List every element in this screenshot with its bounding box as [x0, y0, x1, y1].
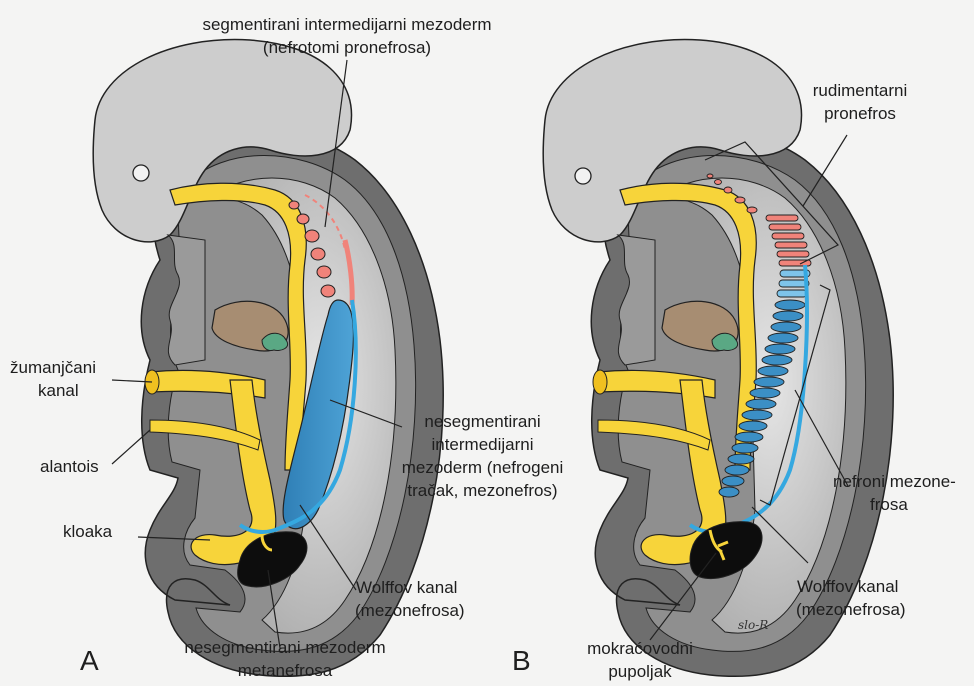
label-ureteric-line1: mokraćovodni	[575, 638, 705, 659]
label-allantois: alantois	[40, 456, 99, 477]
yolk-duct-opening	[593, 370, 607, 394]
label-cloaca: kloaka	[63, 521, 112, 542]
artist-signature: slo-R	[738, 618, 768, 632]
label-rudimentary-line1: rudimentarni	[800, 80, 920, 101]
label-nephrons-line2: frosa	[870, 494, 908, 515]
label-wolff-a-line1: Wolffov kanal	[356, 577, 457, 598]
label-unsegmented-line4: tračak, mezonefros)	[380, 480, 585, 501]
label-segmented-mesoderm-sub: (nefrotomi pronefrosa)	[197, 37, 497, 58]
panel-letter-a: A	[80, 645, 99, 677]
label-yolk-duct-line1: žumanjčani	[10, 357, 96, 378]
label-nephrons-line1: nefroni mezone-	[833, 471, 956, 492]
label-unsegmented-line1: nesegmentirani	[380, 411, 585, 432]
label-unsegmented-line2: intermedijarni	[380, 434, 585, 455]
label-segmented-mesoderm: segmentirani intermedijarni mezoderm	[197, 14, 497, 35]
label-metanephros-line2: metanefrosa	[150, 660, 420, 681]
eye-vesicle	[133, 165, 149, 181]
label-wolff-b-line1: Wolffov kanal	[797, 576, 898, 597]
label-wolff-a-line2: (mezonefrosa)	[355, 600, 465, 621]
label-ureteric-line2: pupoljak	[575, 661, 705, 682]
eye-vesicle	[575, 168, 591, 184]
label-wolff-b-line2: (mezonefrosa)	[796, 599, 906, 620]
label-rudimentary-line2: pronefros	[800, 103, 920, 124]
panel-letter-b: B	[512, 645, 531, 677]
label-unsegmented-line3: mezoderm (nefrogeni	[380, 457, 585, 478]
label-yolk-duct-line2: kanal	[38, 380, 79, 401]
label-metanephros-line1: nesegmentirani mezoderm	[150, 637, 420, 658]
